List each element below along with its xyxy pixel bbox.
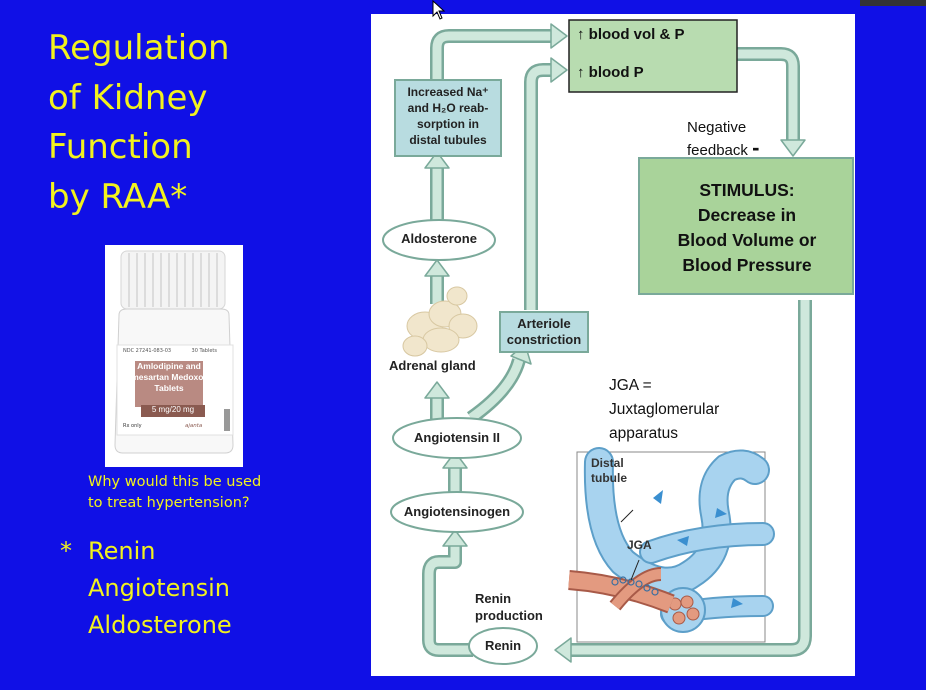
- distal-tubule-line: Distal: [591, 456, 624, 470]
- ndc-row: NDC 27241-083-03 30 Tablets: [123, 348, 233, 354]
- raa-diagram: ↑ blood vol & P ↑ blood P Increased Na⁺ …: [371, 14, 855, 676]
- up-arrow-icon: ↑: [577, 64, 585, 81]
- blood-vol-p-text: blood vol & P: [588, 26, 685, 43]
- question-line: Why would this be used: [88, 474, 262, 490]
- stimulus-line: STIMULUS:: [699, 180, 795, 200]
- question-text: Why would this be used to treat hyperten…: [88, 472, 261, 514]
- mouse-cursor-icon: [432, 0, 446, 20]
- jga-def-line: Juxtaglomerular: [609, 401, 720, 418]
- aldosterone-node: Aldosterone: [401, 231, 477, 246]
- up-arrow-icon: ↑: [577, 26, 585, 43]
- drug-line: Amlodipine and: [137, 361, 201, 371]
- renin-node: Renin: [484, 638, 522, 653]
- blood-p-label: ↑ blood P: [577, 64, 644, 81]
- arteriole-constriction-box: Arteriole constriction: [500, 316, 588, 348]
- renin-production-label: Renin production: [475, 590, 543, 624]
- jga-definition: JGA = Juxtaglomerular apparatus: [609, 374, 719, 446]
- negative-feedback-label: Negative feedback -: [687, 118, 759, 161]
- rx-label: Rx only: [123, 423, 142, 429]
- footnote-line: Renin: [88, 537, 156, 565]
- tablet-count: 30 Tablets: [191, 348, 217, 354]
- arteriole-line: constriction: [506, 332, 582, 347]
- ndc-text: NDC 27241-083-03: [123, 348, 172, 354]
- footnote-line: Angiotensin: [88, 574, 230, 602]
- drug-line: Olmesartan Medoxomil: [122, 372, 216, 382]
- title-line: Function: [48, 127, 193, 167]
- title-line: by RAA*: [48, 176, 188, 217]
- renin-production-line: production: [475, 608, 543, 623]
- jga-def-line: apparatus: [609, 425, 678, 442]
- window-edge: [860, 0, 926, 6]
- pill-bottle-image: [105, 245, 243, 467]
- slide-title: Regulation of Kidney Function by RAA*: [48, 24, 230, 222]
- na-reabsorption-box: Increased Na⁺ and H₂O reab- sorption in …: [395, 84, 501, 148]
- angiotensinogen-node: Angiotensinogen: [403, 504, 511, 519]
- renin-production-line: Renin: [475, 591, 512, 606]
- footnote-marker: *: [60, 537, 72, 565]
- na-line: Increased Na⁺: [407, 85, 489, 99]
- drug-name: Amlodipine and Olmesartan Medoxomil Tabl…: [121, 361, 217, 394]
- na-line: and H₂O reab-: [407, 101, 489, 115]
- feedback-line: feedback -: [687, 135, 760, 161]
- distal-tubule-label: Distal tubule: [591, 456, 627, 486]
- raa-diagram-graphics: [382, 19, 854, 665]
- jga-def-line: JGA =: [609, 377, 652, 394]
- adrenal-gland-label: Adrenal gland: [389, 358, 476, 373]
- distal-tubule-line: tubule: [591, 471, 627, 485]
- arteriole-line: Arteriole: [517, 316, 571, 331]
- stimulus-line: Blood Pressure: [682, 255, 812, 275]
- na-line: distal tubules: [409, 133, 487, 147]
- blood-vol-p-label: ↑ blood vol & P: [577, 26, 685, 43]
- negative-sign: -: [752, 135, 760, 160]
- pill-bottle-photo: NDC 27241-083-03 30 Tablets Amlodipine a…: [105, 245, 243, 467]
- blood-p-text: blood P: [588, 64, 644, 81]
- angiotensin-ii-node: Angiotensin II: [414, 430, 500, 445]
- stimulus-line: Blood Volume or: [677, 230, 817, 250]
- stimulus-box: STIMULUS: Decrease in Blood Volume or Bl…: [641, 178, 853, 278]
- feedback-word: feedback: [687, 142, 748, 159]
- footnote-line: Aldosterone: [88, 611, 232, 639]
- maker-logo: ajanta: [185, 423, 203, 429]
- title-line: of Kidney: [48, 77, 208, 118]
- jga-label: JGA: [627, 538, 652, 552]
- drug-line: Tablets: [154, 383, 184, 393]
- title-line: Regulation: [48, 28, 230, 68]
- na-line: sorption in: [417, 117, 479, 131]
- feedback-line: Negative: [687, 119, 747, 136]
- question-line: to treat hypertension?: [88, 495, 250, 511]
- dose-label: 5 mg/20 mg: [151, 405, 195, 414]
- footnote: * Renin Angiotensin Aldosterone: [60, 533, 232, 644]
- stimulus-line: Decrease in: [697, 205, 797, 225]
